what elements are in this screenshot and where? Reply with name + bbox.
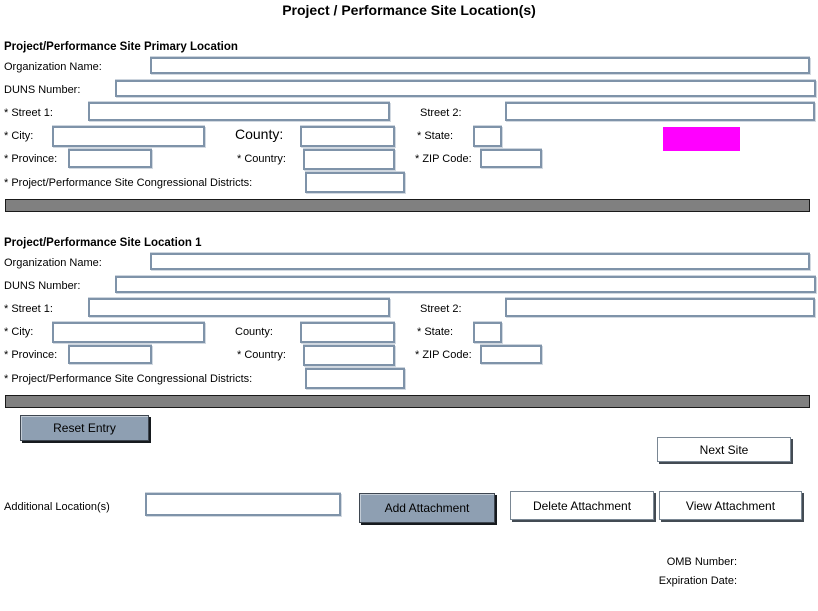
congressional-districts-label: * Project/Performance Site Congressional…	[4, 177, 253, 189]
delete-attachment-button[interactable]: Delete Attachment	[510, 491, 654, 520]
country-input[interactable]	[303, 149, 395, 170]
expiration-date-label: Expiration Date:	[658, 575, 737, 587]
duns-number-input[interactable]	[115, 80, 816, 97]
city-input[interactable]	[52, 126, 205, 147]
zip-code-label: * ZIP Code:	[415, 153, 472, 165]
county-input[interactable]	[300, 322, 395, 343]
organization-name-label: Organization Name:	[4, 61, 102, 73]
street1-input[interactable]	[88, 298, 390, 317]
zip-code-input[interactable]	[480, 149, 542, 168]
omb-number-label: OMB Number:	[666, 556, 737, 568]
country-label: * Country:	[237, 349, 286, 361]
street2-label: Street 2:	[420, 107, 462, 119]
state-input[interactable]	[473, 322, 502, 343]
street1-label: * Street 1:	[4, 107, 53, 119]
congressional-districts-label: * Project/Performance Site Congressional…	[4, 373, 253, 385]
country-input[interactable]	[303, 345, 395, 366]
organization-name-label: Organization Name:	[4, 257, 102, 269]
next-site-button[interactable]: Next Site	[657, 437, 791, 462]
page-title: Project / Performance Site Location(s)	[282, 2, 536, 18]
state-label: * State:	[417, 326, 454, 338]
province-label: * Province:	[4, 349, 58, 361]
duns-number-label: DUNS Number:	[4, 84, 81, 96]
street2-input[interactable]	[505, 298, 815, 317]
state-input[interactable]	[473, 126, 502, 147]
organization-name-input[interactable]	[150, 57, 810, 74]
magenta-highlight	[663, 127, 740, 151]
duns-number-input[interactable]	[115, 276, 816, 293]
view-attachment-button[interactable]: View Attachment	[659, 491, 802, 520]
street2-label: Street 2:	[420, 303, 462, 315]
section-header: Project/Performance Site Location 1	[4, 237, 202, 249]
congressional-districts-input[interactable]	[305, 368, 405, 389]
country-label: * Country:	[237, 153, 286, 165]
section-header: Project/Performance Site Primary Locatio…	[4, 41, 238, 53]
province-input[interactable]	[68, 149, 152, 168]
congressional-districts-input[interactable]	[305, 172, 405, 193]
zip-code-label: * ZIP Code:	[415, 349, 472, 361]
city-label: * City:	[4, 130, 34, 142]
section-divider-bar	[5, 199, 810, 212]
additional-locations-label: Additional Location(s)	[4, 501, 110, 513]
county-label: County:	[235, 326, 273, 338]
street2-input[interactable]	[505, 102, 815, 121]
province-input[interactable]	[68, 345, 152, 364]
city-label: * City:	[4, 326, 34, 338]
reset-entry-button[interactable]: Reset Entry	[20, 415, 149, 441]
duns-number-label: DUNS Number:	[4, 280, 81, 292]
state-label: * State:	[417, 130, 454, 142]
city-input[interactable]	[52, 322, 205, 343]
street1-input[interactable]	[88, 102, 390, 121]
organization-name-input[interactable]	[150, 253, 810, 270]
section-divider-bar	[5, 395, 810, 408]
additional-locations-input[interactable]	[145, 493, 341, 516]
add-attachment-button[interactable]: Add Attachment	[359, 493, 495, 523]
location-1-section: Project/Performance Site Location 1 Orga…	[0, 237, 818, 409]
primary-location-section: Project/Performance Site Primary Locatio…	[0, 41, 818, 213]
county-label: County:	[235, 126, 284, 142]
street1-label: * Street 1:	[4, 303, 53, 315]
county-input[interactable]	[300, 126, 395, 147]
province-label: * Province:	[4, 153, 58, 165]
zip-code-input[interactable]	[480, 345, 542, 364]
